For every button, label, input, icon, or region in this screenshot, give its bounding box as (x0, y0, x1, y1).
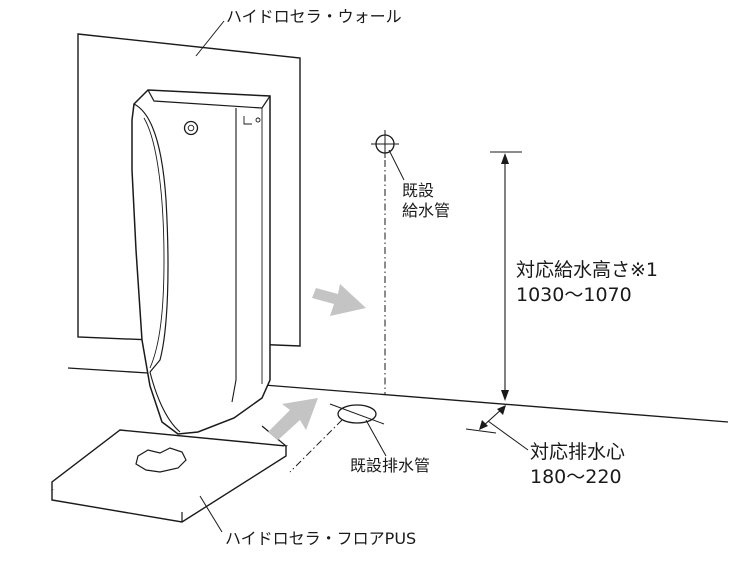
arrow-to-supply (312, 284, 366, 316)
leader-drain-pipe (365, 419, 387, 457)
supply-pipe-label-line1: 既設 (402, 181, 435, 200)
arrow-to-drain (268, 398, 318, 440)
supply-pipe-label: 既設 給水管 (402, 181, 450, 221)
floor-panel-label: ハイドロセラ・フロアPUS (225, 529, 417, 548)
leader-floor (199, 495, 223, 533)
supply-height-title: 対応給水高さ※1 (516, 259, 659, 281)
urinal (131, 89, 271, 435)
drain-center-dimension (465, 405, 506, 434)
supply-height-dimension (490, 151, 522, 401)
supply-height-label: 対応給水高さ※1 1030〜1070 (516, 258, 658, 307)
drain-center-range: 180〜220 (530, 465, 622, 488)
leader-wall (195, 20, 225, 57)
floor-panel (51, 425, 289, 523)
supply-height-range: 1030〜1070 (516, 283, 632, 306)
drain-pipe-symbol (329, 403, 385, 425)
drain-pipe-centerline (289, 419, 343, 473)
drain-center-title: 対応排水心 (530, 441, 626, 463)
drain-center-label: 対応排水心 180〜220 (530, 440, 625, 489)
floor-line (67, 367, 729, 423)
leader-drain-center (487, 420, 529, 451)
supply-pipe-symbol (371, 130, 399, 158)
drain-pipe-label: 既設排水管 (350, 456, 431, 475)
leader-supply-pipe (388, 149, 405, 181)
floor-drain-cutout (135, 447, 187, 473)
wall-panel-label: ハイドロセラ・ウォール (226, 7, 402, 26)
supply-pipe-label-line2: 給水管 (402, 201, 451, 220)
